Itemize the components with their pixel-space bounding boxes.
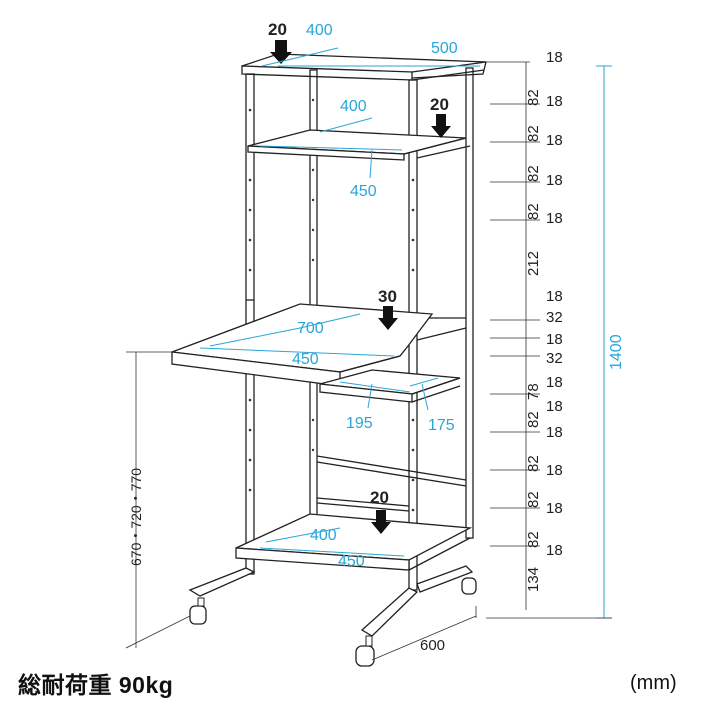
- side-left-label: 195: [346, 415, 373, 432]
- upper-width-label: 450: [350, 183, 377, 200]
- base-depth-label: 600: [420, 637, 445, 654]
- top-load-arrow-icon: [270, 40, 292, 64]
- segment-dimension-label: 82: [525, 411, 542, 428]
- segment-dimension-label: 18: [546, 93, 563, 110]
- upper-shelf-front: [247, 145, 405, 161]
- upper-depth-label: 400: [340, 98, 367, 115]
- post-back-right: [465, 67, 474, 539]
- desk-load-arrow-icon: [378, 306, 398, 330]
- bottom-depth-label: 400: [310, 527, 337, 544]
- dimension-lines: [199, 47, 612, 619]
- desk-width-label: 700: [297, 320, 324, 337]
- segment-dimension-label: 18: [546, 331, 563, 348]
- segment-dimension-label: 18: [546, 398, 563, 415]
- bottom-load-label: 20: [370, 488, 389, 507]
- segment-dimension-label: 18: [546, 542, 563, 559]
- base-right: [416, 565, 474, 593]
- desk-load-label: 30: [378, 287, 397, 306]
- rack-frame: [171, 53, 487, 667]
- desk-depth-label: 450: [292, 351, 319, 368]
- top-load-label: 20: [268, 20, 287, 39]
- segment-dimension-label: 82: [525, 165, 542, 182]
- bottom-load-arrow-icon: [371, 510, 391, 534]
- upper-load-arrow-icon: [431, 114, 451, 138]
- post-holes: [248, 98, 415, 512]
- segment-dimension-label: 18: [546, 210, 563, 227]
- segment-dimension-label: 82: [525, 531, 542, 548]
- caster-icons: [189, 577, 477, 667]
- segment-dimension-label: 82: [525, 89, 542, 106]
- base-left: [188, 567, 256, 597]
- left-height-label: 670・720・770: [128, 468, 144, 566]
- top-depth-label: 400: [306, 22, 333, 39]
- segment-dimension-label: 18: [546, 462, 563, 479]
- segment-dimension-label: 18: [546, 172, 563, 189]
- upper-load-label: 20: [430, 95, 449, 114]
- extension-lines: [125, 61, 612, 661]
- segment-dimension-label: 82: [525, 203, 542, 220]
- segment-dimension-label: 32: [546, 350, 563, 367]
- segment-dimension-label: 78: [525, 383, 542, 400]
- load-arrows: [270, 40, 451, 534]
- total-load-capacity: 総耐荷重 90kg: [18, 672, 174, 698]
- segment-dimension-label: 82: [525, 491, 542, 508]
- side-right-label: 175: [428, 417, 455, 434]
- segment-dimension-label: 134: [525, 567, 542, 592]
- segment-dimension-label: 18: [546, 374, 563, 391]
- segment-dimension-label: 18: [546, 132, 563, 149]
- segment-dimension-label: 18: [546, 49, 563, 66]
- segment-dimension-label: 32: [546, 309, 563, 326]
- labels: 20 400 500 400 20 450 30 700 450 195 175…: [128, 20, 625, 654]
- segment-dimension-label: 18: [546, 288, 563, 305]
- total-height-label: 1400: [608, 334, 625, 370]
- unit-label: (mm): [630, 672, 677, 694]
- segment-dimension-label: 18: [546, 500, 563, 517]
- segment-dimension-label: 212: [525, 251, 542, 276]
- base-front: [360, 587, 419, 637]
- segment-dimension-label: 82: [525, 125, 542, 142]
- bottom-width-label: 450: [338, 553, 365, 570]
- segment-dimension-label: 18: [546, 424, 563, 441]
- segment-dimension-label: 82: [525, 455, 542, 472]
- top-width-label: 500: [431, 40, 458, 57]
